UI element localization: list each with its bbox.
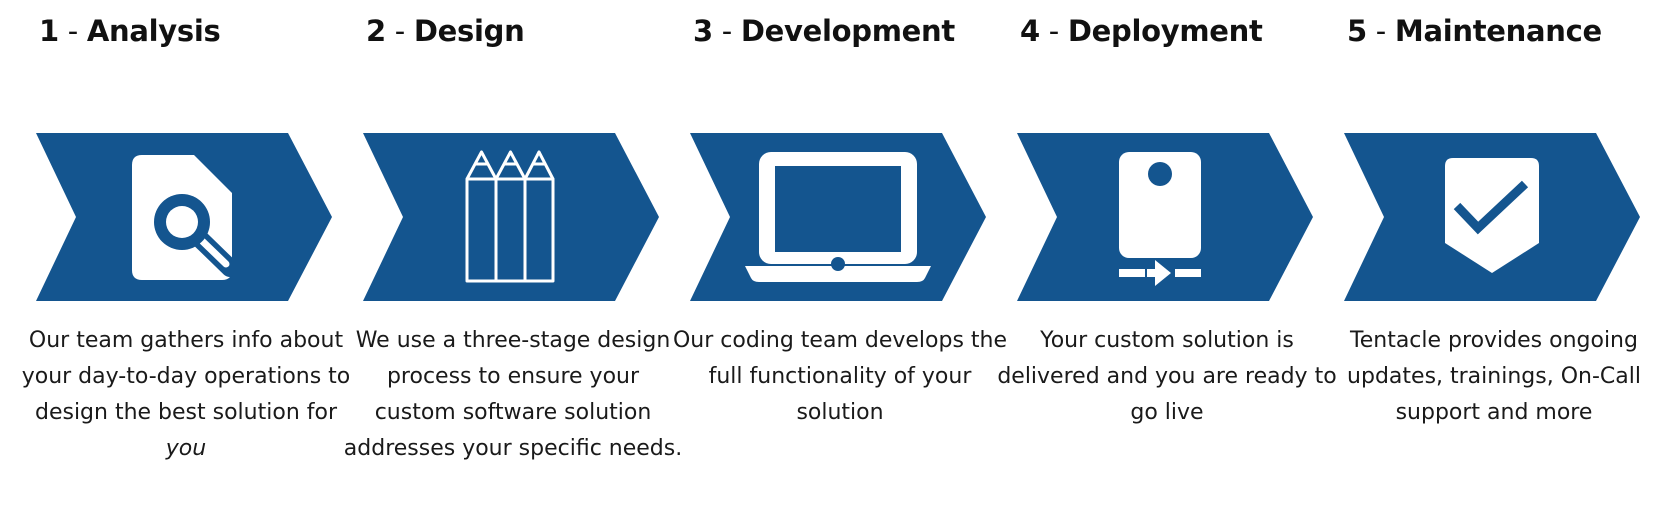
step-development: 3 - Development Our coding team develops…: [673, 0, 1007, 509]
step-name: Analysis: [86, 14, 221, 48]
step-title: 3 - Development: [693, 14, 955, 48]
step-number: 2: [366, 14, 386, 48]
step-name: Deployment: [1067, 14, 1263, 48]
step-analysis: 1 - Analysis Our team gathers info about…: [22, 0, 351, 509]
step-design: 2 - Design We use a three-stage design p…: [344, 0, 682, 509]
step-description: We use a three-stage design process to e…: [343, 328, 683, 461]
step-number: 4: [1020, 14, 1040, 48]
step-chevron: [363, 133, 659, 301]
step-title: 4 - Deployment: [1020, 14, 1263, 48]
step-description: Our team gathers info about your day-to-…: [21, 328, 351, 461]
pencils-icon: [465, 150, 555, 283]
step-description: Our coding team develops the full functi…: [672, 328, 1008, 425]
step-maintenance: 5 - Maintenance Tentacle provides ongoin…: [1344, 0, 1644, 509]
step-title: 2 - Design: [366, 14, 525, 48]
step-number: 1: [39, 14, 59, 48]
step-name: Development: [740, 14, 955, 48]
document-search-icon: [132, 155, 232, 280]
laptop-icon: [745, 152, 931, 282]
step-title: 1 - Analysis: [39, 14, 221, 48]
emphasis-text: you: [165, 436, 207, 461]
shield-check-icon: [1445, 158, 1539, 273]
step-number: 3: [693, 14, 713, 48]
step-name: Maintenance: [1394, 14, 1602, 48]
step-number: 5: [1347, 14, 1367, 48]
step-deployment: 4 - Deployment Your custom solution is d…: [997, 0, 1336, 509]
step-description: Your custom solution is delivered and yo…: [997, 328, 1337, 425]
device-transfer-icon: [1119, 152, 1201, 286]
step-description: Tentacle provides ongoing updates, train…: [1347, 328, 1641, 425]
step-title: 5 - Maintenance: [1347, 14, 1602, 48]
step-name: Design: [413, 14, 525, 48]
